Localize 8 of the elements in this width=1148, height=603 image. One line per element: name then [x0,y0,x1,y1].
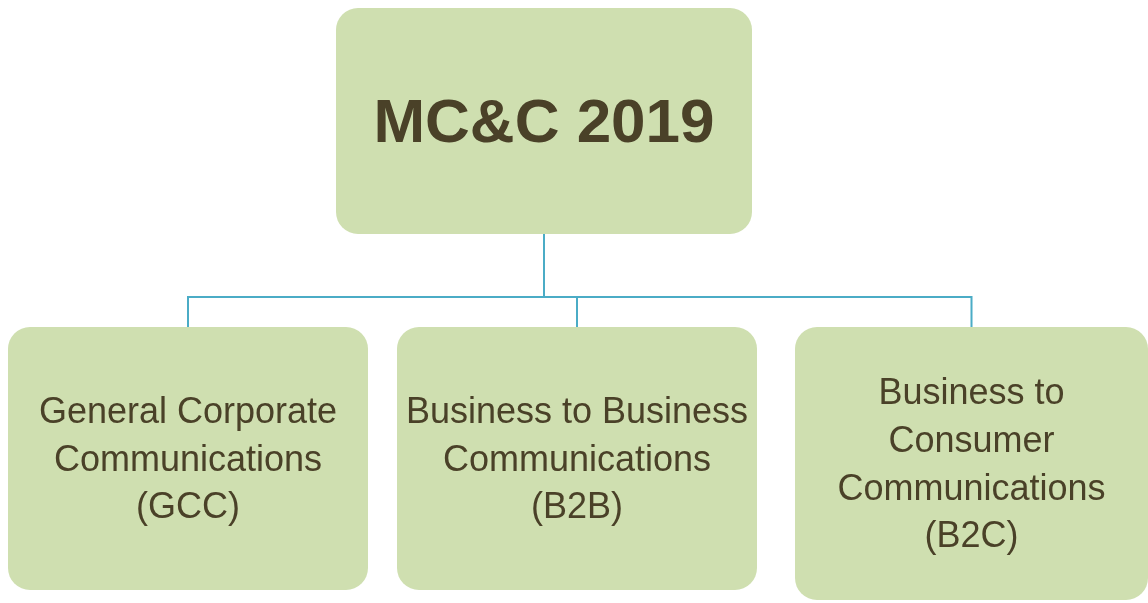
root-box [336,8,752,234]
category-label: Business to Business Communications (B2B) [404,389,750,529]
category-label: General Corporate Communications (GCC) [37,389,339,529]
category-box [397,327,757,590]
title-label: MC&C 2019 [373,85,715,157]
category-box [8,327,368,590]
category-box [795,327,1148,600]
category-label: Business to Consumer Communications (B2C) [836,370,1107,557]
